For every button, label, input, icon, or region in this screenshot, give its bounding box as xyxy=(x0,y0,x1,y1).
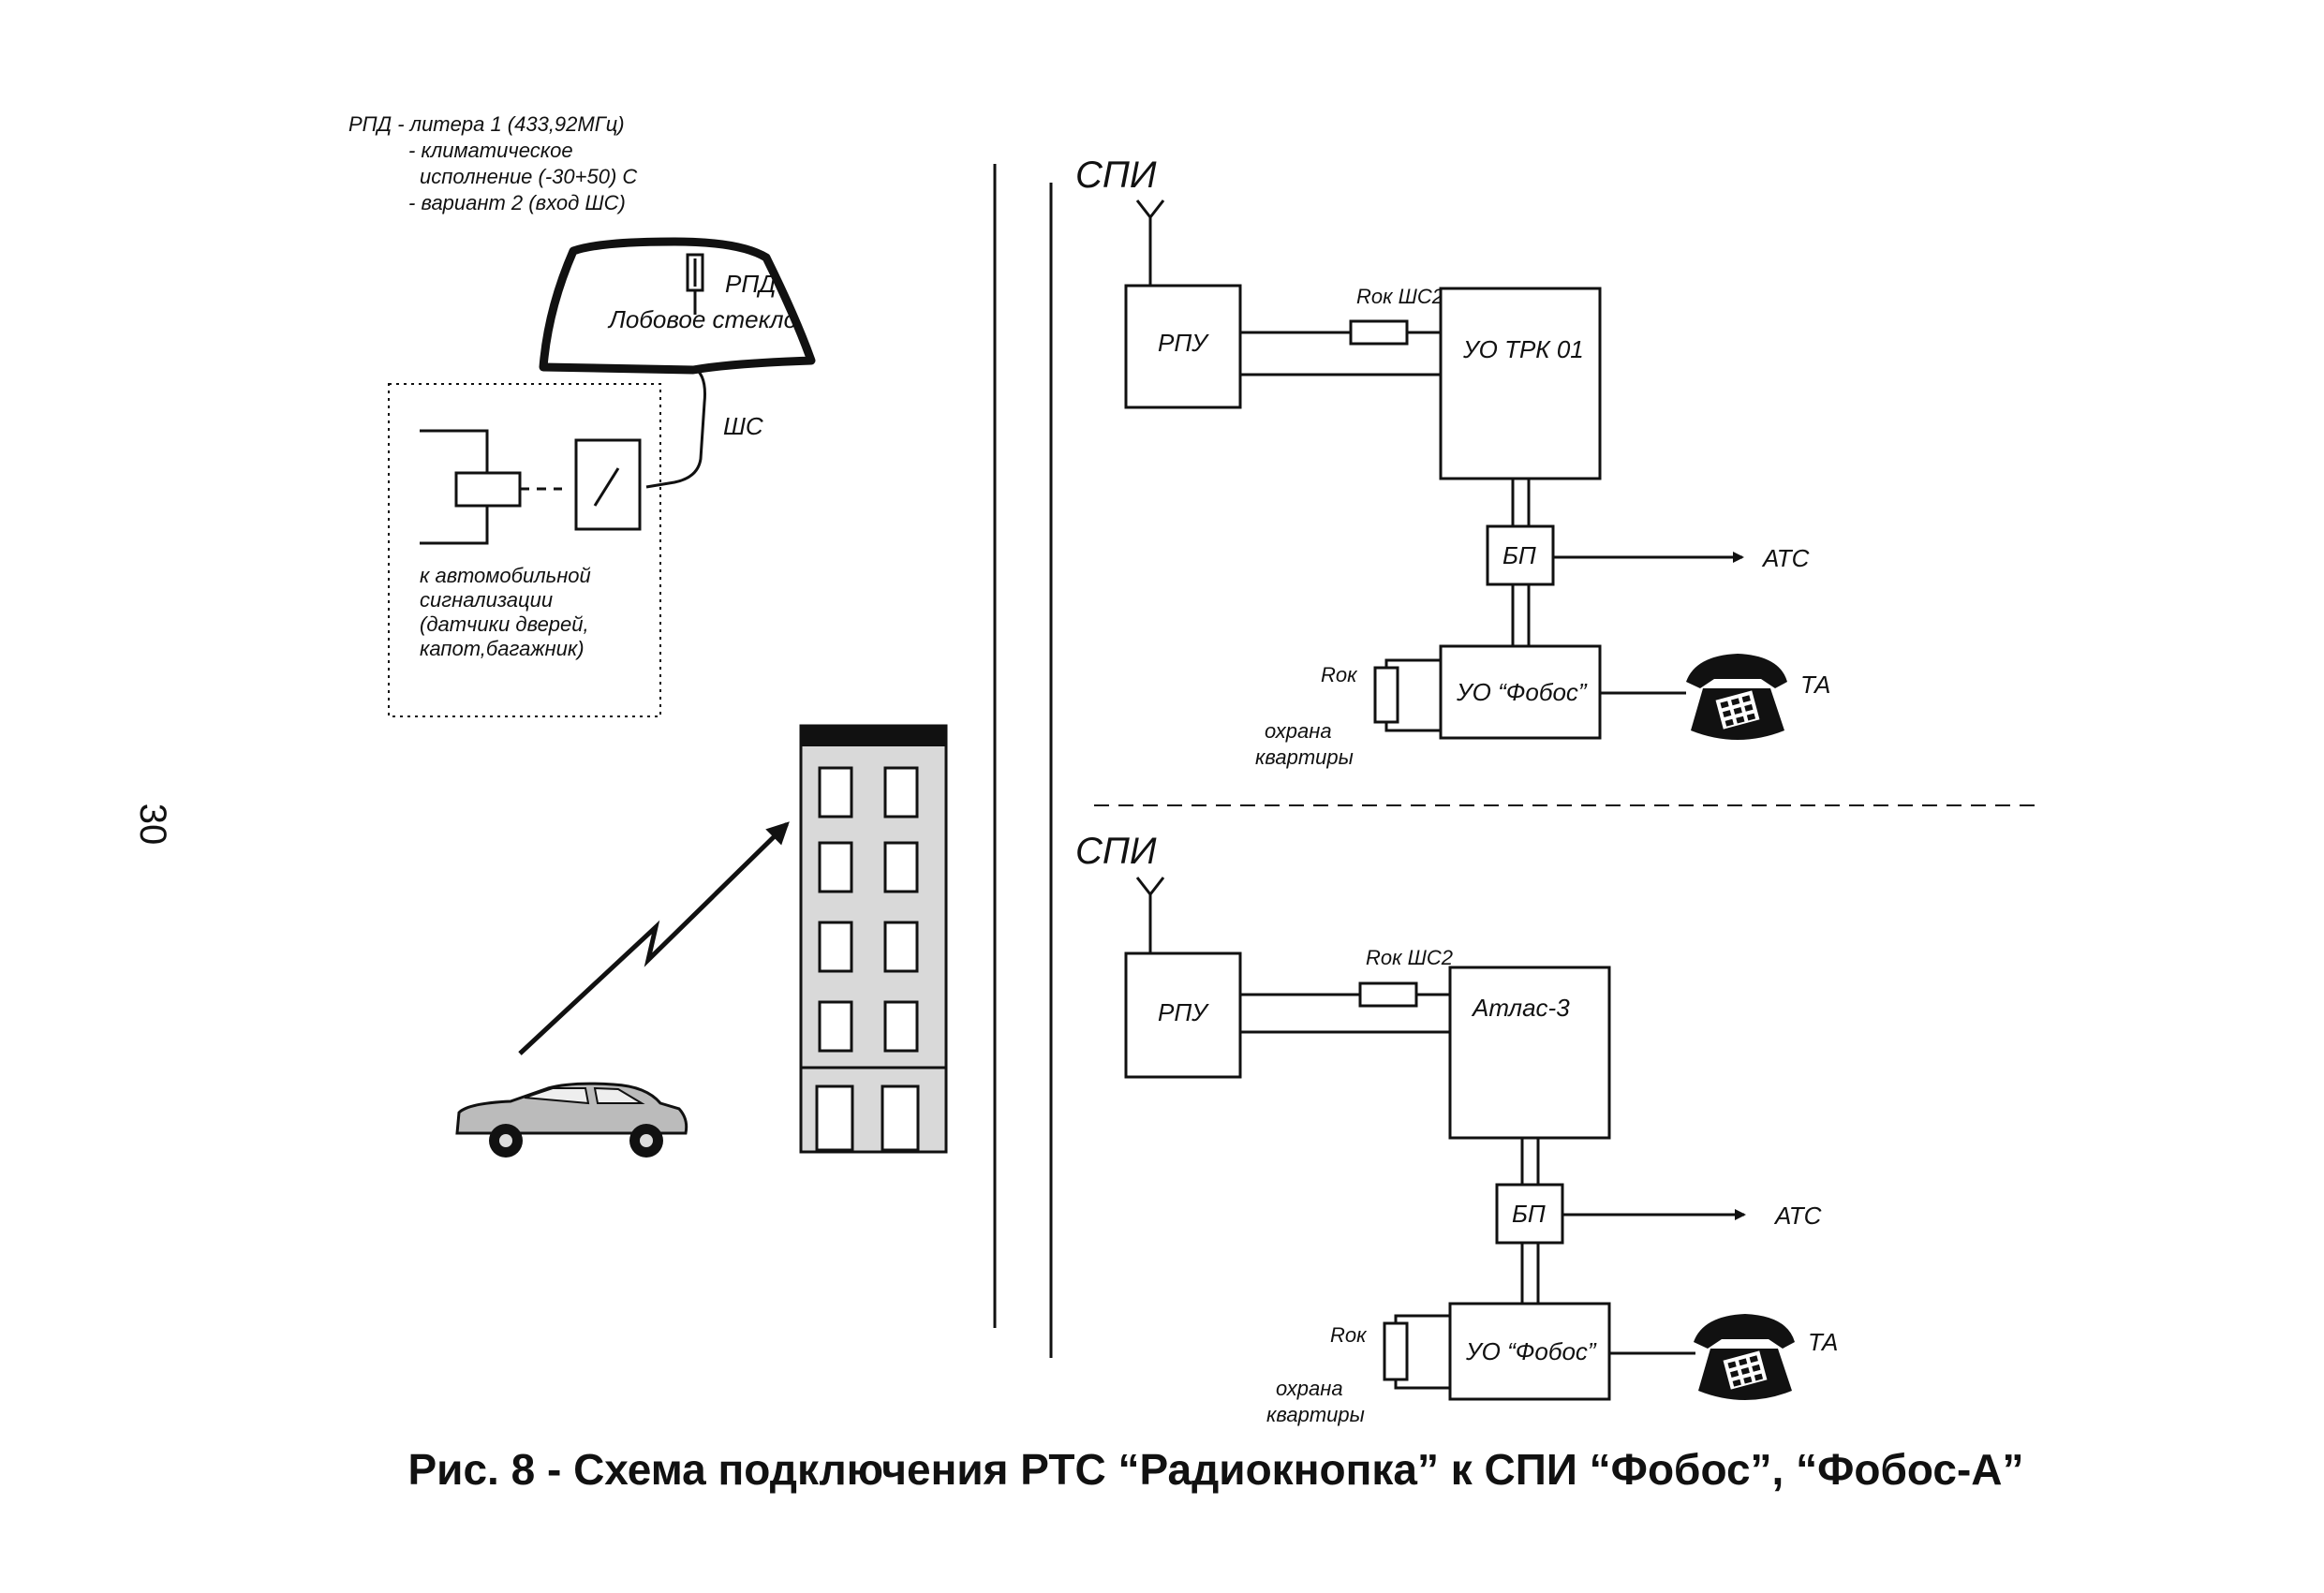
rpd-note-line-3: исполнение (-30+50) С xyxy=(420,165,637,188)
bottom-telephone-icon xyxy=(1694,1314,1795,1400)
top-bp-label: БП xyxy=(1502,541,1536,569)
rpd-label: РПД xyxy=(725,270,777,298)
bottom-guard-label-2: квартиры xyxy=(1266,1403,1365,1426)
bottom-rpu-label: РПУ xyxy=(1158,998,1209,1026)
top-rok-label: Rок xyxy=(1321,663,1358,686)
bottom-controller-label: Атлас-3 xyxy=(1471,994,1570,1022)
top-resistor-label: Rок ШС2 xyxy=(1356,285,1443,308)
bottom-guard-label-1: охрана xyxy=(1276,1377,1343,1400)
bottom-rok-resistor xyxy=(1383,1321,1409,1381)
top-guard-label-1: охрана xyxy=(1265,719,1332,743)
rpd-note-line-1: РПД - литера 1 (433,92МГц) xyxy=(348,112,625,136)
top-controller-label: УО ТРК 01 xyxy=(1462,335,1584,363)
top-ats-label: АТС xyxy=(1761,544,1810,572)
loop-label: ШС xyxy=(723,412,763,440)
top-rok-resistor xyxy=(1373,666,1399,724)
top-antenna-icon xyxy=(1135,199,1165,286)
bottom-controller-box xyxy=(1448,966,1611,1140)
top-fobos-label: УО “Фобос” xyxy=(1456,678,1588,706)
top-resistor xyxy=(1349,319,1409,346)
top-ta-label: ТА xyxy=(1800,671,1830,699)
rpd-note-line-2: - климатическое xyxy=(408,139,573,162)
windshield-label: Лобовое стекло xyxy=(607,305,797,333)
alarm-text-line-2: сигнализации xyxy=(420,588,553,612)
windshield-shape xyxy=(539,237,816,375)
bottom-antenna-icon xyxy=(1135,877,1165,953)
building-icon xyxy=(799,724,948,1154)
car-alarm-region xyxy=(388,383,661,717)
alarm-text-line-1: к автомобильной xyxy=(420,564,591,587)
rpd-note-line-4: - вариант 2 (вход ШС) xyxy=(408,191,626,214)
bottom-resistor xyxy=(1358,981,1418,1008)
bottom-fobos-label: УО “Фобос” xyxy=(1465,1337,1597,1365)
bottom-rok-label: Rок xyxy=(1330,1323,1368,1347)
bottom-bp-label: БП xyxy=(1512,1200,1546,1228)
bottom-resistor-label: Rок ШС2 xyxy=(1366,946,1453,969)
alarm-text-line-4: капот,багажник) xyxy=(420,637,585,660)
alarm-text-line-3: (датчики дверей, xyxy=(420,612,589,636)
top-guard-label-2: квартиры xyxy=(1255,745,1354,769)
top-spi-label: СПИ xyxy=(1075,155,1157,196)
bottom-scheme: СПИ РПУ Rок ШС2 Атлас-3 БП АТС УО “Фобос… xyxy=(1075,831,1838,1426)
bottom-rpu-box xyxy=(1124,951,1242,1079)
top-bp-box xyxy=(1486,524,1555,586)
top-rpu-label: РПУ xyxy=(1158,329,1209,357)
top-rpu-box xyxy=(1124,284,1242,409)
bottom-bp-box xyxy=(1495,1183,1564,1245)
bottom-ats-label: АТС xyxy=(1773,1202,1822,1230)
top-telephone-icon xyxy=(1686,654,1787,740)
page-number: 30 xyxy=(132,804,173,846)
car-icon xyxy=(455,1082,688,1158)
top-fobos-box xyxy=(1439,644,1602,740)
figure-caption: Рис. 8 - Схема подключения РТС “Радиокно… xyxy=(408,1445,2024,1494)
bottom-fobos-box xyxy=(1448,1302,1611,1401)
radio-signal-arrow xyxy=(518,821,790,1055)
bottom-spi-label: СПИ xyxy=(1075,831,1157,872)
relay-symbol xyxy=(420,429,642,545)
loop-wire xyxy=(645,365,706,489)
bottom-ta-label: ТА xyxy=(1808,1328,1838,1356)
left-panel: РПД - литера 1 (433,92МГц) - климатическ… xyxy=(348,112,948,1158)
top-controller-box xyxy=(1439,287,1602,480)
top-scheme: СПИ РПУ Rок ШС2 УО ТРК 01 БП АТС УО “Фоб… xyxy=(1075,155,1830,769)
